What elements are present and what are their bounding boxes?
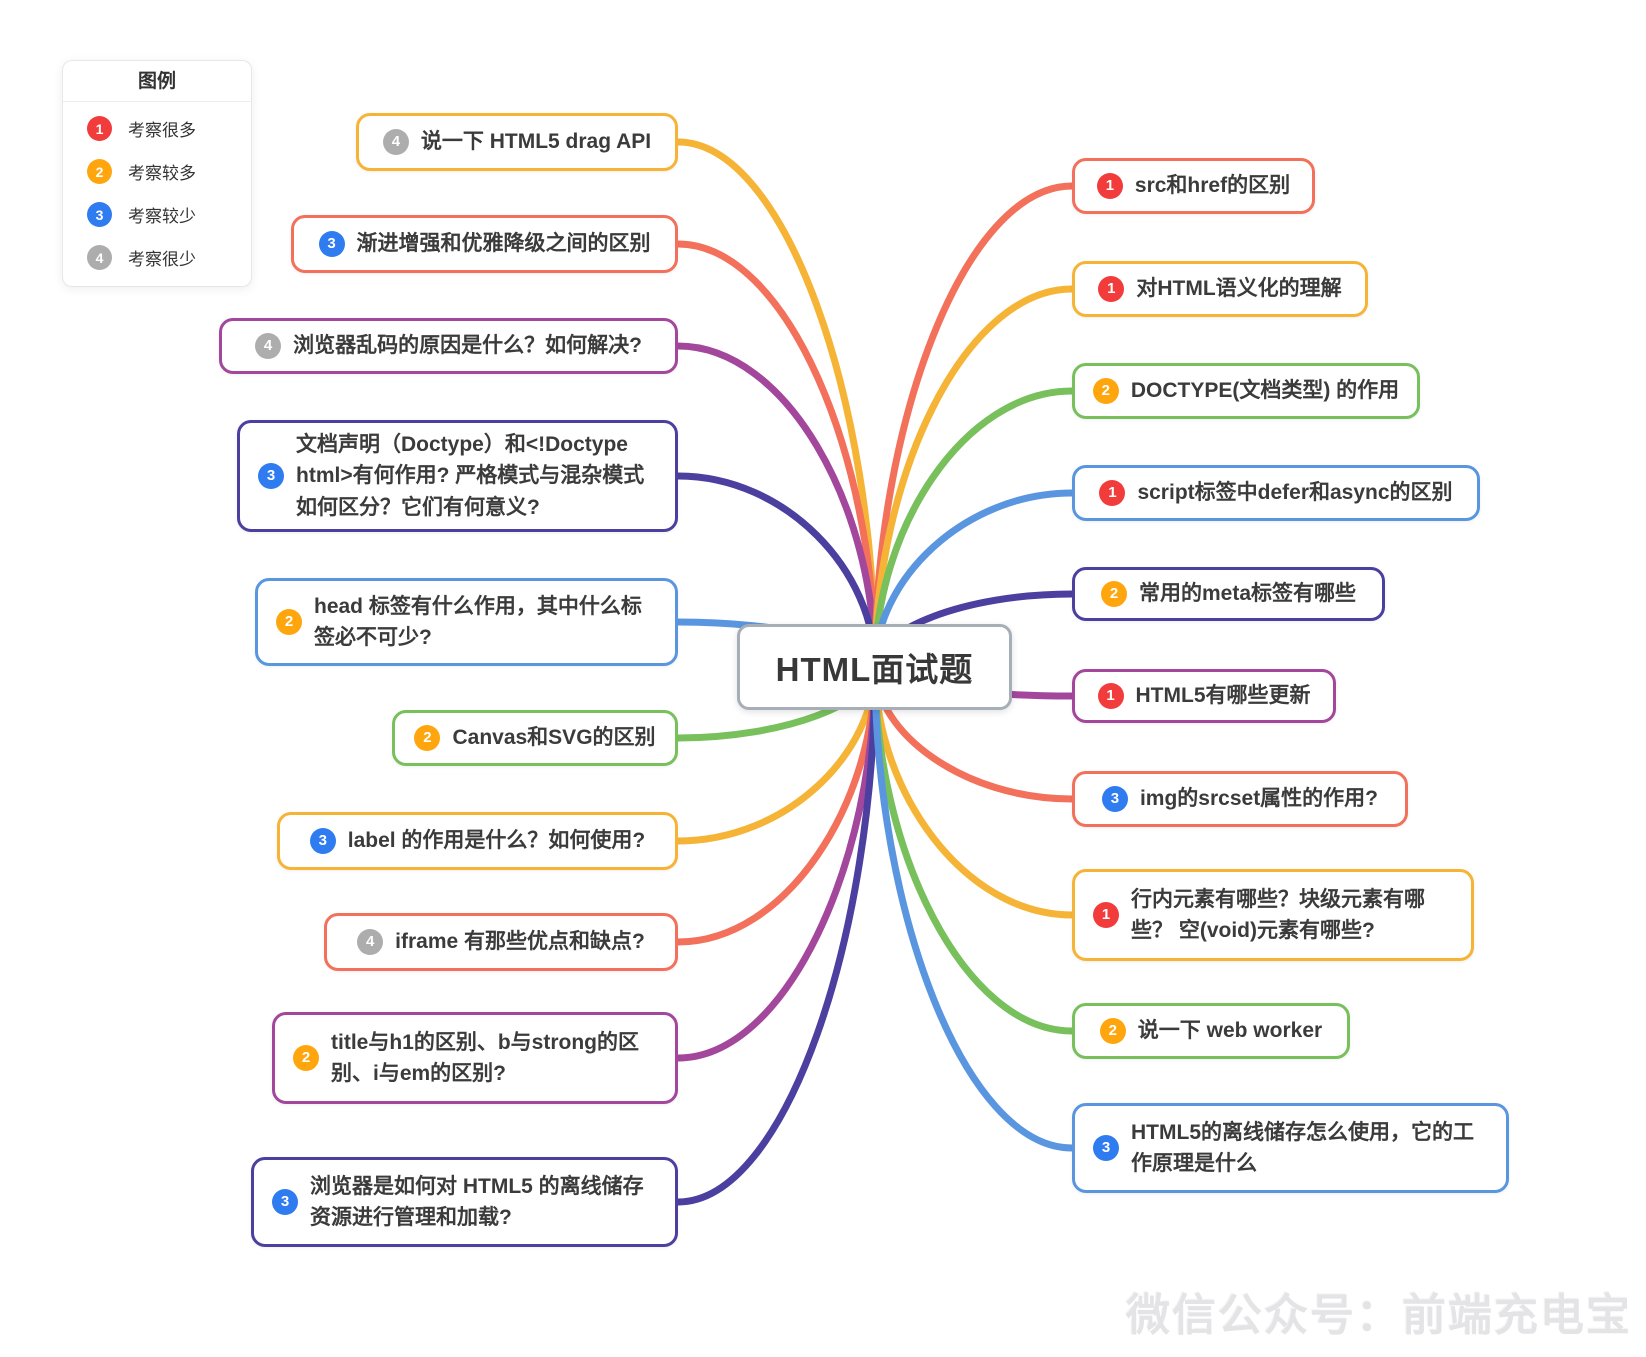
level-badge: 4 xyxy=(357,929,384,955)
level-badge: 2 xyxy=(276,609,302,635)
legend-card: 图例 1 考察很多 2 考察较多 3 考察较少 4 考察很少 xyxy=(62,60,252,287)
topic-node-iframe[interactable]: 4 iframe 有那些优点和缺点? xyxy=(324,913,678,971)
level-badge: 1 xyxy=(1093,902,1119,928)
connector-right-semantic xyxy=(871,285,1076,671)
level-badge: 3 xyxy=(258,463,284,489)
legend-item-label: 考察很少 xyxy=(128,250,196,269)
connector-right-doctype-role xyxy=(871,387,1076,671)
topic-label: img的srcset属性的作用? xyxy=(1139,787,1379,811)
topic-node-garbled-text[interactable]: 4 浏览器乱码的原因是什么？如何解决? xyxy=(219,318,678,374)
level-1-badge-icon: 1 xyxy=(87,116,112,141)
legend-item-3: 3 考察较少 xyxy=(87,202,251,227)
level-badge: 4 xyxy=(382,129,409,155)
topic-label: HTML5的离线储存怎么使用，它的工作原理是什么 xyxy=(1131,1120,1474,1176)
topic-label: label 的作用是什么？如何使用? xyxy=(347,829,646,853)
topic-label: 渐进增强和优雅降级之间的区别 xyxy=(356,232,651,256)
connector-left-offline-manage xyxy=(674,663,879,1206)
topic-node-canvas-svg[interactable]: 2 Canvas和SVG的区别 xyxy=(392,710,678,766)
connector-left-progressive xyxy=(674,240,879,671)
legend-title: 图例 xyxy=(63,61,251,102)
connector-right-web-worker xyxy=(871,663,1076,1035)
level-2-badge-icon: 2 xyxy=(87,159,112,184)
topic-node-head-tag[interactable]: 2 head 标签有什么作用，其中什么标签必不可少? xyxy=(255,578,678,666)
level-3-badge-icon: 3 xyxy=(87,202,112,227)
topic-node-drag-api[interactable]: 4 说一下 HTML5 drag API xyxy=(356,113,678,171)
legend-item-label: 考察较多 xyxy=(128,164,196,183)
topic-label: script标签中defer和async的区别 xyxy=(1137,481,1453,505)
topic-label: head 标签有什么作用，其中什么标签必不可少? xyxy=(314,594,642,650)
topic-label: 对HTML语义化的理解 xyxy=(1136,277,1342,301)
topic-label: Canvas和SVG的区别 xyxy=(452,726,656,750)
topic-node-meta-tags[interactable]: 2 常用的meta标签有哪些 xyxy=(1072,567,1385,621)
level-badge: 2 xyxy=(1092,378,1119,404)
topic-node-offline-storage-manage[interactable]: 3 浏览器是如何对 HTML5 的离线储存资源进行管理和加载? xyxy=(251,1157,678,1247)
topic-label: 浏览器是如何对 HTML5 的离线储存资源进行管理和加载? xyxy=(310,1174,644,1230)
legend-item-label: 考察很多 xyxy=(128,121,196,140)
level-badge: 1 xyxy=(1096,173,1123,199)
topic-label: iframe 有那些优点和缺点? xyxy=(395,930,645,954)
topic-node-doctype-role[interactable]: 2 DOCTYPE(文档类型) 的作用 xyxy=(1072,363,1420,419)
topic-node-label-element[interactable]: 3 label 的作用是什么？如何使用? xyxy=(277,812,678,870)
level-badge: 2 xyxy=(1100,581,1127,607)
level-badge: 3 xyxy=(272,1189,298,1215)
central-topic-node[interactable]: HTML面试题 xyxy=(737,624,1012,710)
level-badge: 3 xyxy=(1101,786,1128,812)
topic-label: 浏览器乱码的原因是什么？如何解决? xyxy=(293,334,642,358)
topic-label: 行内元素有哪些？块级元素有哪些？ 空(void)元素有哪些? xyxy=(1131,887,1425,943)
topic-node-html5-updates[interactable]: 1 HTML5有哪些更新 xyxy=(1072,669,1336,723)
topic-node-inline-block-void[interactable]: 1 行内元素有哪些？块级元素有哪些？ 空(void)元素有哪些? xyxy=(1072,869,1474,961)
legend-item-2: 2 考察较多 xyxy=(87,159,251,184)
topic-label: DOCTYPE(文档类型) 的作用 xyxy=(1130,379,1400,403)
level-badge: 3 xyxy=(318,231,345,257)
level-badge: 2 xyxy=(414,725,441,751)
topic-node-semantic-html[interactable]: 1 对HTML语义化的理解 xyxy=(1072,261,1368,317)
level-badge: 2 xyxy=(293,1045,319,1071)
watermark-text: 微信公众号：前端充电宝 xyxy=(1126,1291,1632,1340)
topic-label: 常用的meta标签有哪些 xyxy=(1138,582,1357,606)
legend-items: 1 考察很多 2 考察较多 3 考察较少 4 考察很少 xyxy=(63,102,251,286)
topic-label: 文档声明（Doctype）和<!Doctype html>有何作用? 严格模式与… xyxy=(296,432,645,519)
level-badge: 1 xyxy=(1097,683,1124,709)
topic-label: HTML5有哪些更新 xyxy=(1135,684,1311,708)
topic-node-img-srcset[interactable]: 3 img的srcset属性的作用? xyxy=(1072,771,1408,827)
level-4-badge-icon: 4 xyxy=(87,245,112,270)
topic-label: 说一下 HTML5 drag API xyxy=(420,130,652,154)
topic-label: title与h1的区别、b与strong的区别、i与em的区别? xyxy=(331,1030,639,1086)
topic-node-title-h1-b-strong[interactable]: 2 title与h1的区别、b与strong的区别、i与em的区别? xyxy=(272,1012,678,1104)
level-badge: 3 xyxy=(1093,1135,1119,1161)
level-badge: 1 xyxy=(1098,276,1125,302)
topic-node-offline-storage-usage[interactable]: 3 HTML5的离线储存怎么使用，它的工作原理是什么 xyxy=(1072,1103,1509,1193)
level-badge: 2 xyxy=(1099,1018,1126,1044)
connector-right-offline-usage xyxy=(871,663,1076,1152)
legend-item-label: 考察较少 xyxy=(128,207,196,226)
topic-node-src-href[interactable]: 1 src和href的区别 xyxy=(1072,158,1315,214)
legend-item-1: 1 考察很多 xyxy=(87,116,251,141)
topic-label: 说一下 web worker xyxy=(1137,1019,1323,1043)
level-badge: 3 xyxy=(309,828,336,854)
legend-item-4: 4 考察很少 xyxy=(87,245,251,270)
level-badge: 1 xyxy=(1099,480,1126,506)
topic-label: src和href的区别 xyxy=(1134,174,1291,198)
topic-node-defer-async[interactable]: 1 script标签中defer和async的区别 xyxy=(1072,465,1480,521)
topic-node-progressive-enhancement[interactable]: 3 渐进增强和优雅降级之间的区别 xyxy=(291,215,678,273)
topic-node-doctype-declaration[interactable]: 3 文档声明（Doctype）和<!Doctype html>有何作用? 严格模… xyxy=(237,420,678,532)
connector-left-drag-api xyxy=(674,138,879,671)
topic-node-web-worker[interactable]: 2 说一下 web worker xyxy=(1072,1003,1350,1059)
connector-left-garbled xyxy=(674,342,879,671)
level-badge: 4 xyxy=(255,333,282,359)
